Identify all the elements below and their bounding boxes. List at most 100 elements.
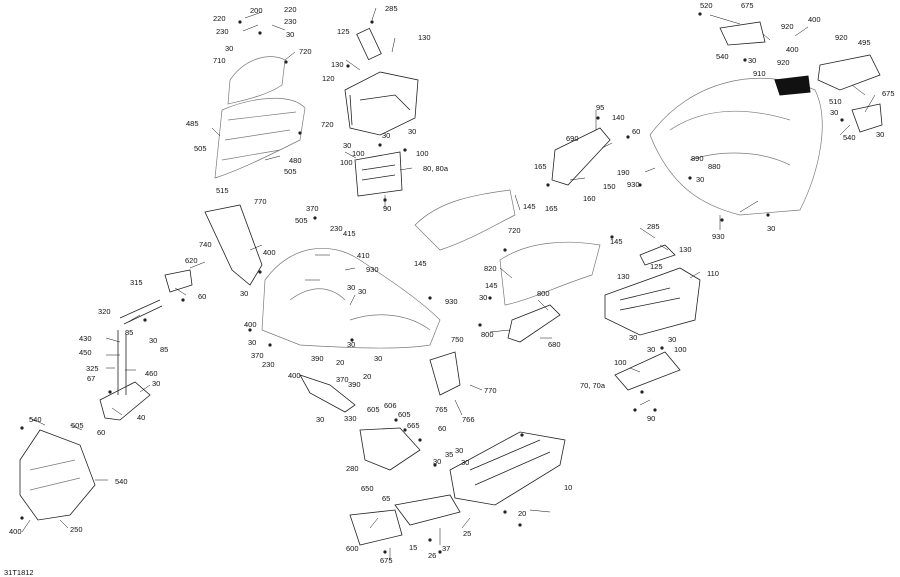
callout-190: 190 [617,168,630,177]
callout-30-s: 30 [152,379,161,388]
callout-250: 250 [70,525,83,534]
callout-415: 415 [343,229,356,238]
callout-60-c: 60 [97,428,106,437]
callout-920-c: 920 [777,58,790,67]
callout-800-b: 800 [481,330,494,339]
callout-930-b: 930 [712,232,725,241]
callout-30-u: 30 [629,333,638,342]
callout-30-g: 30 [830,108,839,117]
callout-30-n: 30 [248,338,257,347]
callout-67: 67 [87,374,96,383]
callout-400-b: 400 [786,45,799,54]
rear-storage-bin [344,27,419,197]
callout-765: 765 [435,405,448,414]
callout-37: 37 [442,544,451,553]
callout-400: 400 [808,15,821,24]
callout-125-b: 125 [650,262,663,271]
callout-30-e: 30 [382,131,391,140]
callout-460: 460 [145,369,158,378]
callout-100-c: 100 [340,158,353,167]
callout-145: 145 [523,202,536,211]
callout-770-b: 770 [484,386,497,395]
callout-130-c: 130 [679,245,692,254]
callout-35: 35 [445,450,454,459]
rear-fender [649,21,883,216]
callout-720-c: 720 [508,226,521,235]
callout-125: 125 [337,27,350,36]
callout-130-d: 130 [617,272,630,281]
callout-230-b: 230 [216,27,229,36]
callout-930: 930 [627,180,640,189]
callout-200: 200 [250,6,263,15]
callout-20: 20 [336,358,345,367]
fasteners [20,12,844,554]
callout-720-b: 720 [321,120,334,129]
callout-230-c: 230 [330,224,343,233]
callout-930-d: 930 [445,297,458,306]
callout-485: 485 [186,119,199,128]
callout-330: 330 [344,414,357,423]
callout-10: 10 [564,483,573,492]
callout-680: 680 [548,340,561,349]
callout-770: 770 [254,197,267,206]
callout-920-b: 920 [835,33,848,42]
callout-30-i: 30 [696,175,705,184]
callout-675: 675 [741,1,754,10]
callout-30-z: 30 [433,457,442,466]
callout-30-b: 30 [286,30,295,39]
callout-30-w: 30 [647,345,656,354]
callout-30-d: 30 [343,141,352,150]
callout-720: 720 [299,47,312,56]
callout-30-j: 30 [767,224,776,233]
callout-325: 325 [86,364,99,373]
callout-85-b: 85 [160,345,169,354]
callout-60: 60 [632,127,641,136]
callout-220: 220 [213,14,226,23]
callout-110: 110 [707,269,719,278]
callout-605: 605 [367,405,380,414]
callout-665: 665 [407,421,420,430]
front-bumper-assembly [19,269,193,521]
callout-60-b: 60 [198,292,207,301]
callout-130: 130 [418,33,431,42]
callout-515: 515 [216,186,229,195]
callout-40: 40 [137,413,146,422]
callout-100-b: 100 [416,149,429,158]
callout-540-d: 540 [115,477,128,486]
callout-25: 25 [463,529,472,538]
callout-505: 505 [194,144,207,153]
callout-890: 890 [691,154,704,163]
callout-650: 650 [361,484,374,493]
callout-740: 740 [199,240,212,249]
callout-26: 26 [428,551,437,560]
callout-370-b: 370 [251,351,264,360]
callout-910: 910 [753,69,766,78]
callout-320: 320 [98,307,111,316]
callout-400-f: 400 [9,527,22,536]
callout-30-k: 30 [240,289,249,298]
callout-85: 85 [125,328,134,337]
callout-100-d: 100 [674,345,687,354]
callout-100: 100 [352,149,365,158]
callout-505-b: 505 [284,167,297,176]
callout-165: 165 [534,162,547,171]
callout-400-d: 400 [244,320,257,329]
callout-766: 766 [462,415,475,424]
callout-390-b: 390 [348,380,361,389]
callout-120: 120 [322,74,335,83]
callout-30-v: 30 [668,335,677,344]
callout-505-c: 505 [295,216,308,225]
callout-450: 450 [79,348,92,357]
callout-370-c: 370 [336,375,349,384]
skid-plates [349,427,566,546]
callout-540: 540 [716,52,729,61]
callout-285: 285 [385,4,398,13]
callout-710: 710 [213,56,226,65]
callout-930-c: 930 [366,265,379,274]
callout-30-h: 30 [876,130,885,139]
callout-605-b: 605 [398,410,411,419]
callout-285-b: 285 [647,222,660,231]
callout-145-b: 145 [414,259,427,268]
callout-430: 430 [79,334,92,343]
